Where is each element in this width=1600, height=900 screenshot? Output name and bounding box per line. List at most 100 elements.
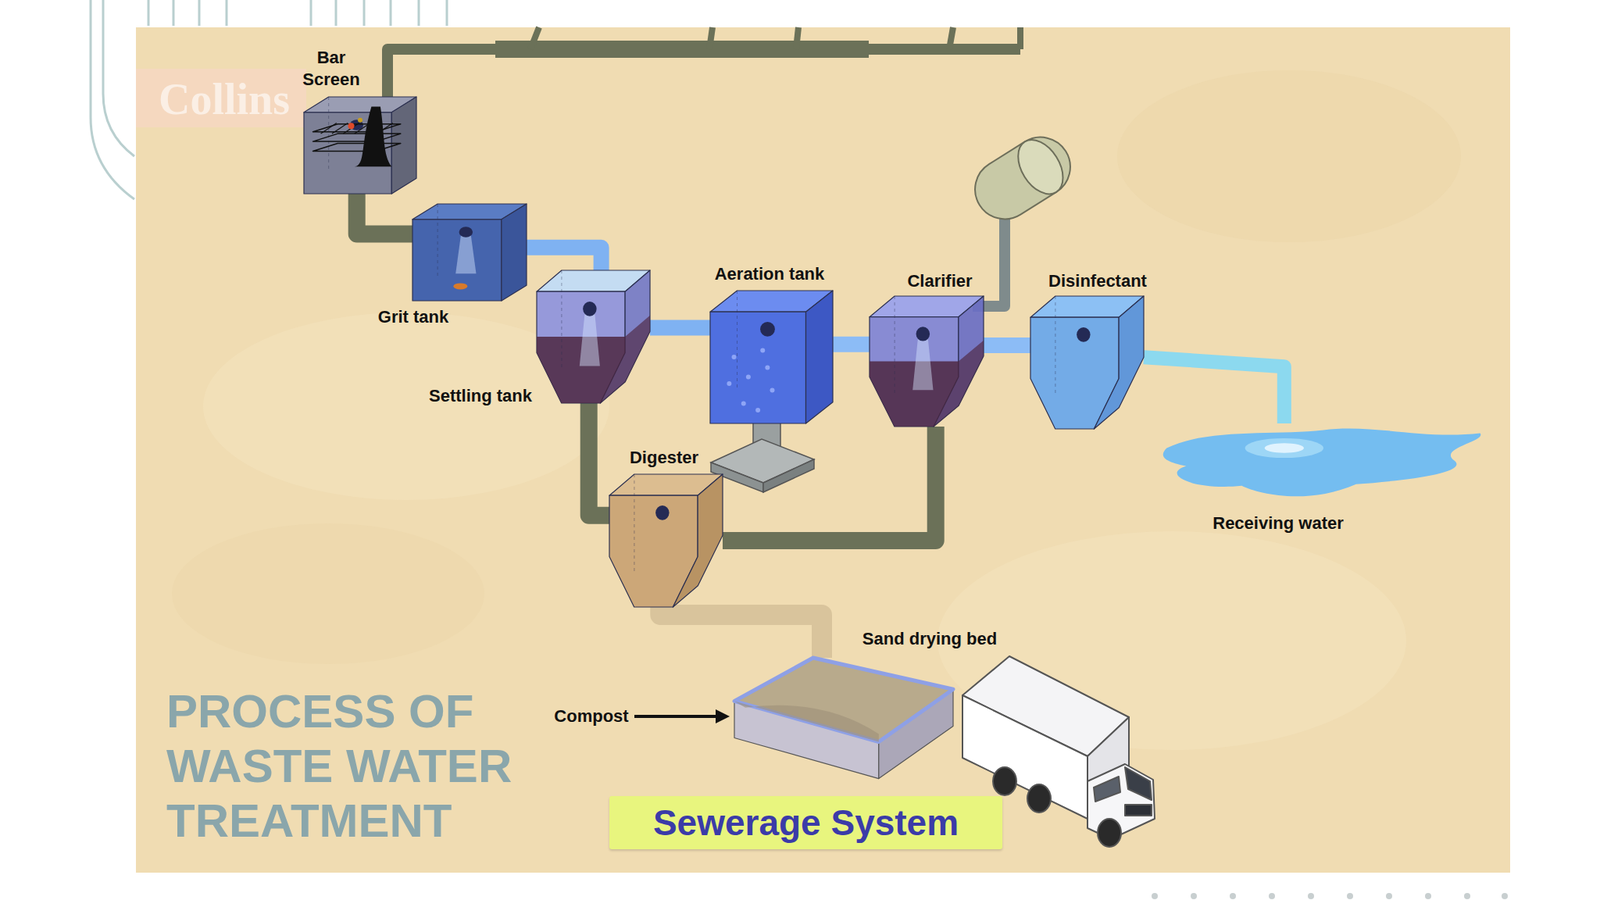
aeration-tank: Aeration tank <box>710 290 833 424</box>
disinfectant-tank: Disinfectant <box>1030 296 1144 429</box>
digester-tank: Digester <box>609 474 723 608</box>
air-bubble <box>741 401 747 407</box>
decor-curve <box>90 0 135 200</box>
screen-bars <box>313 133 401 142</box>
pipe-inlet <box>655 505 669 521</box>
pipe-connector <box>357 193 413 234</box>
tank-front <box>412 219 502 301</box>
decor-tick <box>198 0 201 26</box>
hidden-edge <box>560 270 562 371</box>
receiving-water-pool-shape <box>1160 423 1487 506</box>
air-bubble <box>731 354 736 360</box>
grit-tank-shape <box>412 203 527 301</box>
hidden-edge <box>437 203 439 277</box>
decor-tick <box>363 0 366 26</box>
settling-tank: Settling tank <box>536 270 650 404</box>
aeration-tank-shape <box>710 290 833 424</box>
decor-tick <box>310 0 313 26</box>
hidden-edge <box>1054 296 1056 397</box>
branch-pipe <box>949 27 954 50</box>
tank-side <box>501 203 527 301</box>
node-label: Bar Screen <box>296 46 367 91</box>
settling-tank-shape <box>536 270 650 404</box>
sand-surface <box>734 657 954 743</box>
truck-windshield <box>1125 767 1152 800</box>
bar-screen-tank-shape <box>303 96 417 194</box>
pipe-inlet <box>1076 327 1090 343</box>
dot <box>1151 892 1158 900</box>
compost-layer <box>734 700 879 742</box>
corner-decoration <box>90 0 447 200</box>
sludge-layer <box>600 315 650 404</box>
pipe-inlet <box>760 321 775 337</box>
panel-background <box>135 27 1511 873</box>
water-stream <box>912 333 933 390</box>
grit-tank: Grit tank <box>412 203 527 301</box>
receiving-water-pool: Receiving water <box>1160 423 1487 506</box>
node-label: Disinfectant <box>1048 270 1147 293</box>
decor-tick <box>446 0 449 26</box>
pipe-connector <box>1143 357 1285 424</box>
pipe-connector <box>832 336 870 353</box>
water-stream <box>579 308 600 366</box>
node-label: Digester <box>629 446 699 469</box>
truck-wheel <box>1097 818 1122 847</box>
branch-pipe <box>530 27 540 50</box>
dot <box>1346 892 1354 900</box>
branch-pipe <box>709 27 713 50</box>
node-label: Grit tank <box>378 306 449 329</box>
air-bubble <box>760 348 765 354</box>
water-splash <box>1245 438 1324 458</box>
decor-tick <box>417 0 421 26</box>
sewerage-system-badge: Sewerage System <box>609 796 1003 850</box>
truck-grille <box>1125 804 1152 816</box>
decor-tick <box>335 0 338 26</box>
inlet-sewer-pipe <box>387 27 1021 102</box>
tank-side <box>806 290 834 424</box>
branch-pipe <box>1017 27 1024 50</box>
pointer-head <box>715 709 730 724</box>
bar-screen-tank: Bar Screen <box>303 96 417 194</box>
badge-text: Sewerage System <box>653 801 959 844</box>
clarifier-tank: Clarifier <box>869 296 984 427</box>
pipe-connector <box>650 320 711 336</box>
texture-blotch <box>171 523 485 665</box>
sand-drying-bed: Sand drying bed <box>734 657 954 790</box>
pointer-line <box>634 714 719 718</box>
texture-blotch <box>1117 70 1461 243</box>
node-label: Aeration tank <box>714 263 825 286</box>
pipe-connector <box>983 337 1031 354</box>
cylinder-body <box>964 125 1083 230</box>
truck-wheel <box>992 767 1017 796</box>
slide-dots <box>1151 892 1508 900</box>
disinfectant-tank-shape <box>1030 296 1144 429</box>
debris-item <box>357 117 363 123</box>
dot <box>1190 892 1197 900</box>
node-label: Sand drying bed <box>862 628 997 650</box>
tank-side <box>672 474 723 608</box>
decor-tick <box>389 0 393 26</box>
air-bubble <box>769 388 775 393</box>
pipe-connector <box>722 426 936 541</box>
decor-curve <box>103 0 135 157</box>
pipe-connector <box>660 607 822 658</box>
diagram-title: PROCESS OF WASTE WATER TREATMENT <box>166 684 589 849</box>
air-bubble <box>764 365 770 371</box>
gas-vent-pipe <box>972 210 1005 307</box>
compost-label: Compost <box>553 706 629 727</box>
watermark: Collins <box>158 74 290 125</box>
dot <box>1307 892 1315 900</box>
pipe-connector <box>526 247 602 271</box>
node-label: Settling tank <box>428 385 533 408</box>
hidden-edge <box>736 290 738 391</box>
hidden-edge <box>328 96 329 170</box>
dot <box>1385 892 1393 900</box>
air-bubble <box>726 381 732 386</box>
sludge-layer <box>933 340 984 427</box>
main-sewer-pipe <box>387 49 1021 102</box>
debris-flow <box>354 106 393 167</box>
dot <box>1464 892 1471 900</box>
stand-base-side <box>763 459 815 493</box>
branch-pipe <box>796 27 799 50</box>
